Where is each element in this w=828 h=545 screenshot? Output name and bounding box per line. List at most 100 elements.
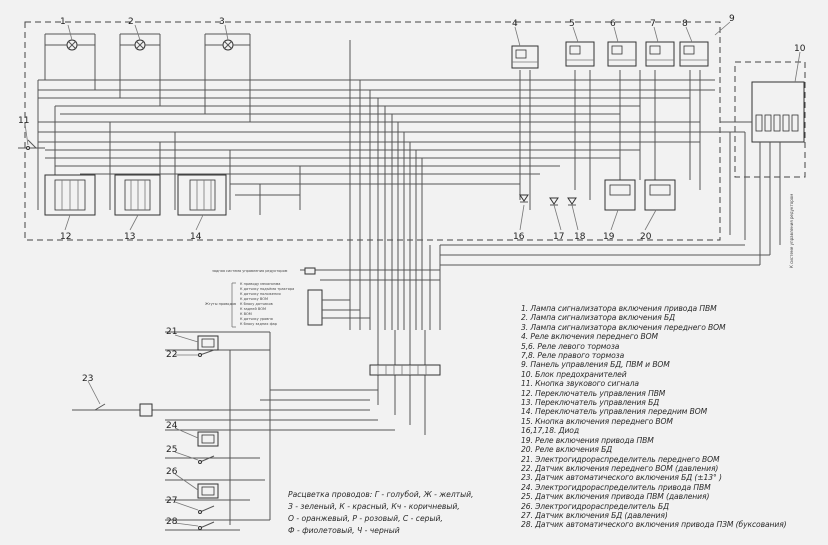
callout-7: 7 <box>650 19 656 29</box>
main-harness <box>300 121 770 435</box>
callout-2: 2 <box>128 17 134 27</box>
wire-color-line: О - оранжевый, Р - розовый, С - серый, <box>288 514 443 523</box>
callout-20: 20 <box>640 232 652 242</box>
component-legend: 1. Лампа сигнализатора включения привода… <box>521 304 821 530</box>
legend-item: 27. Датчик включения БД (давления) <box>521 510 668 520</box>
diode-16 <box>519 194 529 203</box>
callout-28: 28 <box>166 517 178 527</box>
mid-group-label: Жгуты проводов <box>205 302 236 306</box>
lamp-3 <box>205 39 250 51</box>
mid-label-7: К ВОМ <box>240 312 252 316</box>
valve-24 <box>197 431 219 447</box>
control-panel-border <box>24 21 721 241</box>
wire-color-legend: Расцветка проводов: Г - голубой, Ж - жел… <box>288 489 513 537</box>
mid-label-2: К датчику подъёма трактора <box>240 287 294 291</box>
wire-color-line: Расцветка проводов: Г - голубой, Ж - жел… <box>288 490 474 499</box>
mid-label-3: К датчику положения <box>240 292 281 296</box>
horn-button-11 <box>18 139 45 150</box>
callout-19: 19 <box>603 232 615 242</box>
callout-numbers: 1 2 3 4 5 6 7 8 9 10 11 12 13 14 16 17 1… <box>18 14 806 527</box>
wire-color-line: З - зеленый, К - красный, Кч - коричневы… <box>288 502 460 511</box>
legend-item: 19. Реле включения привода ПВМ <box>521 435 654 445</box>
callout-23: 23 <box>82 374 93 384</box>
callout-27: 27 <box>166 496 177 506</box>
legend-item: 10. Блок предохранителей <box>521 369 627 379</box>
valve-26 <box>197 483 219 499</box>
callout-3: 3 <box>219 17 225 27</box>
legend-item: 13. Переключатель управления БД <box>521 398 660 408</box>
mid-label-6: К задней ВОМ <box>240 307 266 311</box>
callout-26: 26 <box>166 467 178 477</box>
mid-label-9: К блоку задних фар <box>240 322 278 326</box>
fuse-block-10 <box>751 81 805 265</box>
callout-17: 17 <box>553 232 564 242</box>
legend-item: 21. Электрогидрораспределитель переднего… <box>521 454 720 464</box>
callout-8: 8 <box>682 19 688 29</box>
callout-6: 6 <box>610 19 616 29</box>
callout-1: 1 <box>60 17 66 27</box>
mid-label-1: К приводу механизма <box>240 282 280 286</box>
sensor-27 <box>198 505 215 514</box>
legend-item: 9. Панель управления БД, ПВМ и ВОМ <box>521 360 670 370</box>
callout-13: 13 <box>124 232 135 242</box>
relay-6 <box>607 41 637 67</box>
sensor-23 <box>94 403 153 417</box>
legend-item: 5,6. Реле левого тормоза <box>521 341 620 351</box>
legend-item: 22. Датчик включения переднего ВОМ (давл… <box>521 463 719 473</box>
callout-12: 12 <box>60 232 71 242</box>
wire-color-line: Ф - фиолетовый, Ч - черный <box>288 526 400 535</box>
legend-item: 23. Датчик автоматического включения БД … <box>521 473 722 483</box>
mid-label-8: К датчику уровня <box>240 317 273 321</box>
panel-harness <box>37 33 730 330</box>
callout-25: 25 <box>166 445 177 455</box>
callout-14: 14 <box>190 232 202 242</box>
legend-item: 28. Датчик автоматического включения при… <box>521 520 787 530</box>
mid-label-0: задняя система управления редуктором <box>212 269 288 273</box>
legend-item: 7,8. Реле правого тормоза <box>521 351 625 361</box>
sensor-28 <box>198 521 215 530</box>
lamp-2 <box>120 39 160 51</box>
switch-14 <box>177 174 227 216</box>
relay-19 <box>604 179 636 211</box>
legend-item: 4. Реле включения переднего ВОМ <box>521 332 658 342</box>
legend-item: 16,17,18. Диод <box>521 426 580 436</box>
callout-16: 16 <box>513 232 525 242</box>
callout-22: 22 <box>166 350 177 360</box>
side-label: К системе управления редуктором <box>789 194 794 268</box>
legend-item: 25. Датчик включения привода ПВМ (давлен… <box>521 492 710 502</box>
legend-item: 12. Переключатель управления ПВМ <box>521 388 666 398</box>
legend-item: 11. Кнопка звукового сигнала <box>521 379 639 389</box>
legend-item: 1. Лампа сигнализатора включения привода… <box>521 304 717 313</box>
relay-7 <box>645 41 675 67</box>
diode-17 <box>549 197 559 206</box>
callout-leaders <box>24 21 801 527</box>
callout-24: 24 <box>166 421 178 431</box>
relay-4 <box>511 45 539 69</box>
mid-label-5: К блоку датчиков <box>240 302 273 306</box>
sensor-22 <box>198 349 215 357</box>
callout-5: 5 <box>569 19 575 29</box>
callout-9: 9 <box>729 14 735 24</box>
callout-11: 11 <box>18 116 29 126</box>
relay-8 <box>679 41 709 67</box>
legend-item: 24. Электрогидрораспределитель привода П… <box>521 482 711 492</box>
legend-item: 3. Лампа сигнализатора включения передне… <box>521 322 726 332</box>
relay-5 <box>565 41 595 67</box>
legend-item: 14. Переключатель управления передним ВО… <box>521 407 708 417</box>
lamp-1 <box>45 39 95 51</box>
legend-item: 20. Реле включения БД <box>521 445 613 455</box>
legend-item: 15. Кнопка включения переднего ВОМ <box>521 416 673 426</box>
harness-labels: задняя система управления редуктором К п… <box>205 194 794 328</box>
switch-12 <box>44 174 96 216</box>
callout-18: 18 <box>574 232 586 242</box>
sensor-25 <box>198 455 215 464</box>
valve-21 <box>197 335 219 351</box>
callout-4: 4 <box>512 19 518 29</box>
legend-item: 26. Электрогидрораспределитель БД <box>521 501 669 511</box>
legend-item: 2. Лампа сигнализатора включения БД <box>521 313 675 323</box>
mid-label-4: К датчику ВОМ <box>240 297 268 301</box>
callout-10: 10 <box>794 44 806 54</box>
callout-21: 21 <box>166 327 177 337</box>
